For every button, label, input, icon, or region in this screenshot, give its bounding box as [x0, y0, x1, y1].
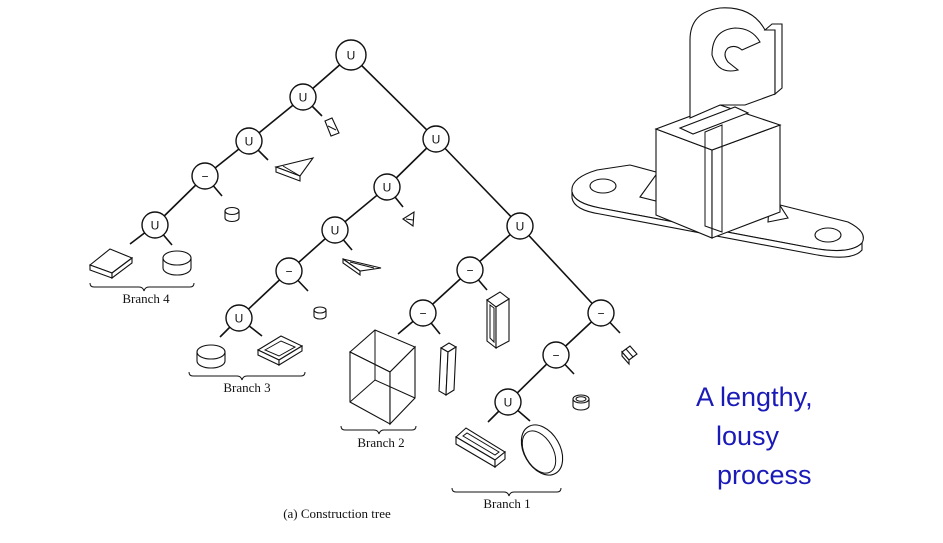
- primitive-thin-plate: [438, 342, 458, 397]
- primitive-small-ring: [572, 394, 590, 411]
- primitive-cube: [349, 329, 416, 426]
- node-difference: −: [191, 162, 219, 190]
- primitive-small-cylinder: [224, 206, 240, 223]
- primitive-long-wedge: [342, 257, 382, 277]
- annotation-line-2: lousy: [716, 421, 780, 451]
- op-label: U: [347, 49, 356, 63]
- primitives: [88, 117, 638, 476]
- op-label: −: [552, 349, 559, 363]
- op-label: U: [383, 181, 392, 195]
- node-difference: −: [409, 299, 437, 327]
- node-difference: −: [456, 256, 484, 284]
- node-union: U: [225, 304, 253, 332]
- annotation-line-3: process: [717, 460, 812, 490]
- primitive-small-cylinder: [313, 306, 327, 320]
- op-label: −: [597, 307, 604, 321]
- branch-label-3: Branch 3: [223, 380, 270, 395]
- primitive-tall-frame: [486, 291, 510, 350]
- primitive-slab: [88, 248, 134, 280]
- branch-label-1: Branch 1: [483, 496, 530, 511]
- node-difference: −: [275, 257, 303, 285]
- node-union: U: [289, 83, 317, 111]
- primitive-wedge: [274, 157, 315, 182]
- node-difference: −: [587, 299, 615, 327]
- op-label: U: [299, 91, 308, 105]
- node-union: U: [141, 211, 169, 239]
- branch-label-4: Branch 4: [122, 291, 170, 306]
- branch-braces: [89, 282, 562, 497]
- primitive-tiny-wedge: [402, 210, 415, 228]
- primitive-cylinder: [162, 250, 192, 276]
- node-difference: −: [542, 341, 570, 369]
- primitive-frame-bar: [455, 427, 506, 469]
- branch-label-2: Branch 2: [357, 435, 404, 450]
- op-label: −: [466, 264, 473, 278]
- op-label: U: [151, 219, 160, 233]
- op-label: U: [504, 396, 513, 410]
- node-union: U: [235, 127, 263, 155]
- node-union: U: [506, 212, 534, 240]
- annotation-line-1: A lengthy,: [696, 382, 813, 412]
- op-label: U: [516, 220, 525, 234]
- op-label: −: [419, 307, 426, 321]
- node-union: U: [321, 216, 349, 244]
- primitive-small-wedge: [324, 117, 340, 137]
- op-label: −: [201, 170, 208, 184]
- primitive-cylinder: [196, 344, 226, 369]
- node-union: U: [422, 125, 450, 153]
- op-label: U: [245, 135, 254, 149]
- operator-nodes: U U U − U U U U − U U − − − − U: [141, 39, 615, 416]
- primitive-frame-plate: [256, 335, 304, 366]
- op-label: U: [331, 224, 340, 238]
- op-label: U: [432, 133, 441, 147]
- node-union: U: [494, 388, 522, 416]
- op-label: U: [235, 312, 244, 326]
- diagram-caption: (a) Construction tree: [283, 506, 391, 521]
- primitive-large-ring: [520, 424, 564, 476]
- node-union: U: [373, 173, 401, 201]
- op-label: −: [285, 265, 292, 279]
- finished-part-illustration: [571, 7, 864, 258]
- node-union-root: U: [335, 39, 367, 71]
- primitive-small-block: [621, 345, 638, 366]
